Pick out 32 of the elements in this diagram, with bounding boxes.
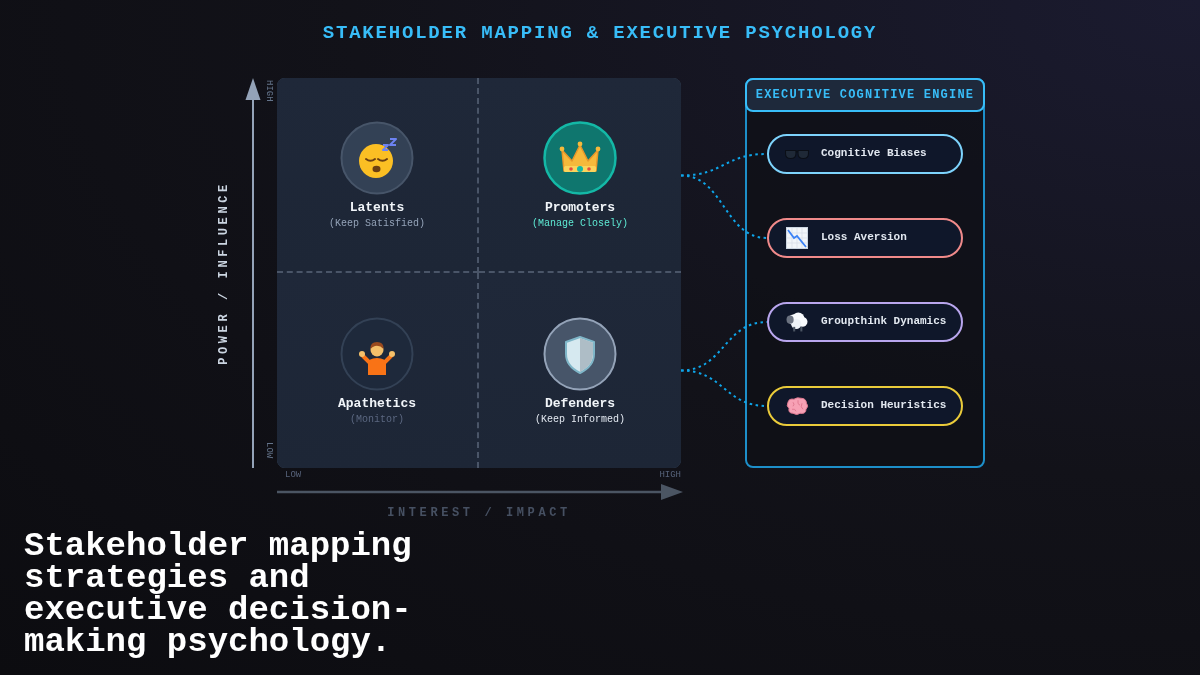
quadrant: [479, 78, 681, 273]
strategy-note: (Manage Closely): [532, 217, 628, 229]
bias-pill: [767, 302, 963, 342]
stakeholder-name: Latents: [349, 199, 405, 215]
axis-title: POWER / INFLUENCE: [218, 181, 232, 365]
axis-title: INTEREST / IMPACT: [387, 507, 571, 521]
bias-pill: [767, 134, 963, 174]
stakeholder-name: Defenders: [544, 395, 616, 411]
engine-panel: [745, 78, 985, 468]
strategy-note: (Keep Informed): [535, 413, 625, 425]
matrix-grid: [277, 78, 681, 468]
pill-label: Loss Aversion: [821, 230, 907, 244]
strategy-note: (Monitor): [350, 413, 404, 425]
headline-text: Stakeholder mapping strategies and executive decision-making psychology.: [24, 530, 413, 658]
panel-heading: EXECUTIVE COGNITIVE ENGINE: [745, 78, 985, 112]
quadrant: [479, 273, 681, 468]
axis-tick-label: LOW: [263, 442, 273, 459]
stakeholder-name: Apathetics: [338, 395, 416, 411]
axis-tick-label: HIGH: [659, 471, 681, 481]
bias-pill: [767, 218, 963, 258]
diagram-title: STAKEHOLDER MAPPING & EXECUTIVE PSYCHOLOGY: [322, 22, 878, 44]
pill-label: Groupthink Dynamics: [821, 314, 947, 328]
stakeholder-name: Promoters: [544, 199, 616, 215]
bias-pill: [767, 386, 963, 426]
quadrant: [277, 273, 479, 468]
strategy-note: (Keep Satisfied): [329, 217, 425, 229]
pill-label: Decision Heuristics: [821, 398, 947, 412]
quadrant: [277, 78, 479, 273]
connector-line: [680, 174, 768, 239]
axis-tick-label: LOW: [285, 471, 302, 481]
pill-label: Cognitive Biases: [821, 146, 927, 160]
axis-tick-label: HIGH: [263, 80, 273, 102]
